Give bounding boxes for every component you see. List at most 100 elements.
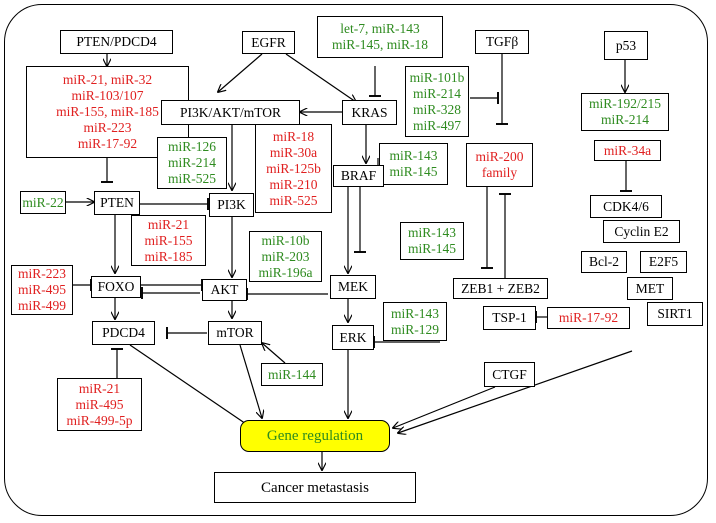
- mir144-box: miR-144: [261, 363, 323, 386]
- node-label-line: family: [481, 165, 518, 180]
- node-label-line: miR-155: [144, 232, 193, 248]
- node-label-line: miR-143: [389, 148, 438, 163]
- node-label-line: AKT: [210, 282, 239, 297]
- node-label-line: miR-200: [475, 149, 524, 164]
- kras-node: KRAS: [342, 100, 397, 125]
- node-label-line: ERK: [339, 329, 367, 345]
- cancer-metastasis-node: Cancer metastasis: [214, 472, 416, 503]
- mir22-box: miR-22: [20, 191, 66, 214]
- node-label-line: miR-210: [269, 176, 318, 192]
- node-label-line: miR-192/215: [588, 96, 661, 111]
- edge-mir144-to-mtor: [262, 343, 286, 364]
- node-label-line: miR-18: [272, 128, 315, 144]
- node-label-line: PI3K/AKT/mTOR: [179, 104, 281, 120]
- node-label-line: miR-145, miR-18: [331, 37, 428, 52]
- node-label-line: miR-143: [390, 305, 439, 321]
- tgfb-node: TGFβ: [475, 30, 529, 54]
- node-label-line: miR-203: [261, 248, 310, 264]
- node-label-line: MEK: [338, 279, 368, 294]
- node-label-line: miR-103/107: [71, 88, 144, 103]
- node-label-line: miR-525: [167, 171, 216, 186]
- node-label-line: PTEN: [100, 195, 134, 210]
- p53-node: p53: [604, 31, 648, 60]
- mir34a-box: miR-34a: [594, 140, 661, 161]
- edge-ctgf-to-gene: [393, 386, 496, 428]
- cdk46-node: CDK4/6: [590, 195, 662, 218]
- node-label-line: miR-495: [75, 396, 124, 412]
- node-label-line: miR-34a: [603, 142, 652, 158]
- e2f5-node: E2F5: [640, 251, 687, 273]
- node-label-line: miR-495: [17, 282, 66, 297]
- node-label-line: miR-214: [600, 112, 649, 127]
- node-label-line: MET: [635, 280, 665, 296]
- node-label-line: Cancer metastasis: [261, 479, 369, 496]
- node-label-line: FOXO: [97, 279, 135, 294]
- node-label-line: miR-196a: [258, 264, 313, 280]
- node-label-line: miR-30a: [269, 144, 318, 160]
- mir17-92-box: miR-17-92: [547, 307, 630, 329]
- sirt1-node: SIRT1: [647, 302, 703, 326]
- node-label-line: miR-214: [412, 85, 461, 101]
- node-label-line: Bcl-2: [589, 254, 619, 269]
- node-label-line: miR-499: [17, 298, 66, 313]
- node-label-line: miR-17-92: [77, 136, 138, 151]
- pten-pdcd4-node: PTEN/PDCD4: [60, 30, 173, 54]
- braf-node: BRAF: [333, 165, 384, 187]
- node-label-line: KRAS: [351, 104, 388, 120]
- node-label-line: let-7, miR-143: [340, 21, 420, 36]
- node-label-line: miR-185: [144, 248, 193, 264]
- foxo-node: FOXO: [91, 276, 141, 298]
- node-label-line: miR-145: [407, 241, 456, 256]
- node-label-line: miR-144: [267, 366, 316, 382]
- mek-node: MEK: [330, 275, 376, 299]
- edge-mtor-to-gene: [239, 344, 262, 418]
- edge-pdcd4-to-gene: [129, 344, 252, 428]
- node-label-line: TSP-1: [492, 310, 527, 325]
- node-label-line: miR-223: [17, 266, 66, 281]
- node-label-line: miR-21, miR-32: [62, 72, 153, 87]
- node-label-line: miR-126: [167, 139, 216, 154]
- diagram-frame: [4, 4, 708, 516]
- node-label-line: miR-145: [389, 164, 438, 179]
- node-label-line: mTOR: [216, 325, 254, 340]
- node-label-line: BRAF: [340, 168, 377, 183]
- bcl2-node: Bcl-2: [581, 251, 627, 273]
- node-label-line: miR-328: [412, 101, 461, 117]
- node-label-line: miR-143: [407, 225, 456, 240]
- edge-sirt1-to-gene: [398, 350, 633, 433]
- node-label-line: miR-129: [390, 321, 439, 337]
- node-label-line: miR-497: [412, 117, 461, 133]
- node-label-line: miR-525: [269, 192, 318, 208]
- gene-regulation-node: Gene regulation: [240, 420, 390, 452]
- pi3k-node: PI3K: [209, 193, 254, 217]
- node-label-line: PI3K: [217, 197, 246, 212]
- node-label-line: miR-499-5p: [66, 412, 133, 428]
- node-label-line: miR-155, miR-185: [56, 104, 159, 119]
- node-label-line: miR-10b: [261, 232, 310, 248]
- node-label-line: Cyclin E2: [614, 223, 669, 239]
- node-label-line: E2F5: [648, 254, 679, 269]
- node-label-line: miR-125b: [266, 160, 321, 176]
- node-label-line: TGFβ: [485, 34, 519, 49]
- zeb1-zeb2-node: ZEB1 + ZEB2: [453, 278, 548, 299]
- node-label-line: CDK4/6: [603, 198, 649, 214]
- cyclin-e2-node: Cyclin E2: [603, 220, 680, 243]
- ctgf-node: CTGF: [484, 362, 535, 387]
- node-label-line: SIRT1: [657, 306, 693, 321]
- pi3k-akt-mtor-node: PI3K/AKT/mTOR: [161, 100, 300, 125]
- edge-egfr-to-kras: [285, 53, 356, 102]
- node-label-line: CTGF: [492, 366, 527, 382]
- node-label-line: miR-21: [147, 216, 190, 232]
